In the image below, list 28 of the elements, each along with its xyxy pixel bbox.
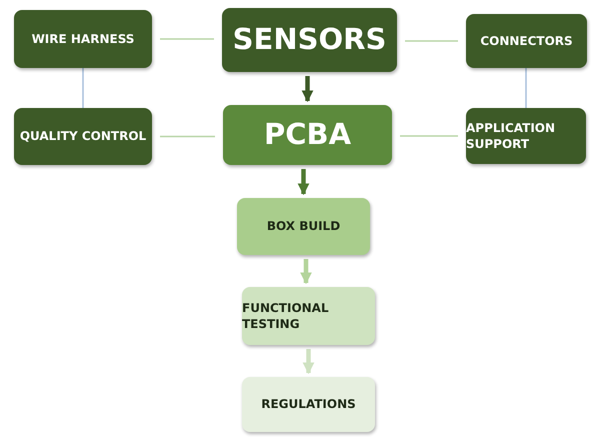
connector-line: [525, 68, 527, 108]
box-label: SENSORS: [232, 21, 386, 58]
box-label: CONNECTORS: [480, 32, 573, 50]
process-box: [466, 14, 587, 68]
box-label: REGULATIONS: [261, 396, 356, 413]
box-label: PCBA: [264, 116, 352, 154]
connector-line: [160, 38, 214, 40]
process-box: [14, 108, 152, 165]
box-label: QUALITY CONTROL: [20, 128, 146, 145]
process-box: [466, 108, 586, 164]
connector-line: [82, 68, 84, 108]
process-box: [222, 8, 397, 72]
process-box: [223, 105, 392, 165]
arrow: [302, 76, 314, 102]
box-label: APPLICATION SUPPORT: [466, 120, 556, 152]
box-label: FUNCTIONAL TESTING: [242, 300, 330, 332]
arrow: [300, 259, 312, 284]
arrow: [302, 349, 314, 374]
box-label: WIRE HARNESS: [32, 30, 134, 48]
process-box: [242, 377, 375, 432]
arrow: [298, 169, 310, 196]
connector-line: [405, 40, 458, 42]
process-box: [14, 10, 152, 68]
process-box: [237, 198, 370, 255]
box-label: BOX BUILD: [266, 218, 340, 235]
process-box: [242, 287, 375, 345]
connector-line: [400, 135, 458, 137]
connector-line: [160, 136, 215, 138]
